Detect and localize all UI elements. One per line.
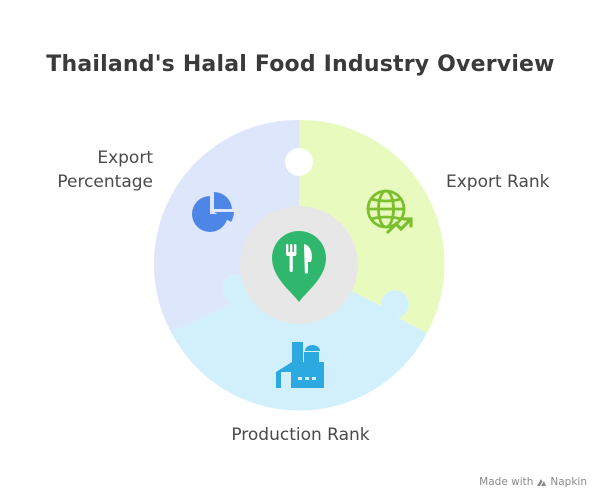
- credit-brand: Napkin: [550, 476, 587, 488]
- label-export-percentage-line2: Percentage: [57, 172, 153, 192]
- napkin-credit[interactable]: Made with Napkin: [479, 476, 587, 488]
- factory-icon: [276, 342, 324, 388]
- pie-chart-icon: [192, 192, 234, 232]
- label-export-percentage: Export Percentage: [0, 146, 153, 194]
- food-location-pin-icon: [272, 231, 326, 302]
- label-export-percentage-line1: Export: [97, 148, 153, 168]
- globe-growth-icon: [366, 189, 413, 234]
- label-production-rank: Production Rank: [231, 425, 370, 445]
- credit-prefix: Made with: [479, 476, 534, 488]
- label-export-rank: Export Rank: [446, 172, 550, 192]
- segment-production-rank: [171, 264, 427, 411]
- napkin-logo-icon: [537, 478, 547, 486]
- diagram-title: Thailand's Halal Food Industry Overview: [46, 52, 555, 77]
